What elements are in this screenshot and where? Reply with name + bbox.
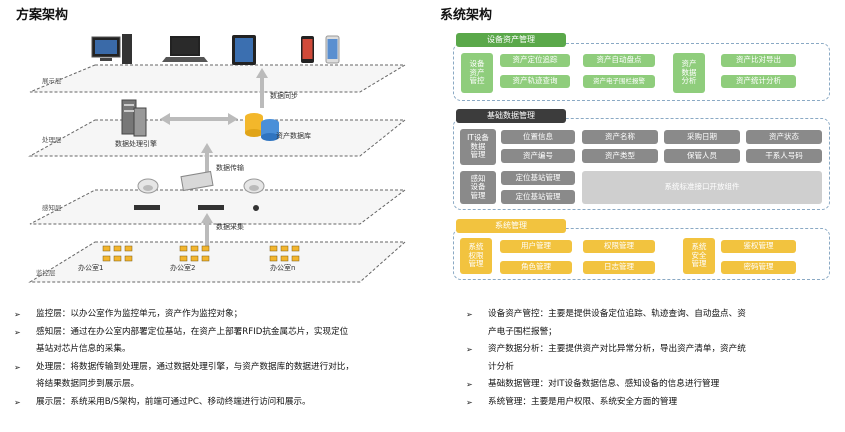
engine-label: 数据处理引擎 <box>115 140 157 148</box>
list-item-continuation: 产电子围栏报警； <box>488 326 557 337</box>
layer-monitor-label: 监控层 <box>36 269 56 277</box>
right-title: 系统架构 <box>440 8 493 23</box>
iphone-icon <box>325 35 340 64</box>
sec-item[interactable]: 鉴权管理 <box>721 240 796 253</box>
engine-db-arrow <box>160 113 238 125</box>
solution-diagram <box>28 34 407 283</box>
tablet-icon <box>232 35 256 65</box>
list-item-continuation: 计分析 <box>488 361 514 372</box>
layer-sense-label: 感知层 <box>42 204 62 212</box>
arrow-bullet-icon: ➢ <box>14 362 21 372</box>
it-field[interactable]: 资产状态 <box>746 130 822 144</box>
base-station-icon <box>137 170 265 194</box>
arrow-bullet-icon: ➢ <box>466 310 473 319</box>
list-item: ➢展示层：系统采用B/S架构，前端可通过PC、移动终端进行访问和展示。 <box>14 394 434 412</box>
list-item: ➢感知层：通过在办公室内部署定位基站，在资产上部署RFID抗金属芯片，实现定位 <box>14 324 434 342</box>
sense-device-item[interactable]: 定位基站管理 <box>501 171 575 185</box>
asset-mgmt-header: 设备资产管理 <box>456 33 566 47</box>
laptop-icon <box>162 36 208 62</box>
asset-control-label: 设备 资产 管控 <box>461 53 493 93</box>
it-field[interactable]: 资产名称 <box>582 130 658 144</box>
perm-item[interactable]: 用户管理 <box>500 240 572 253</box>
it-field[interactable]: 保管人员 <box>664 149 740 163</box>
perm-item[interactable]: 权限管理 <box>583 240 655 253</box>
asset-control-item[interactable]: 资产轨迹查询 <box>500 75 570 88</box>
it-data-label: IT设备 数据 管理 <box>460 129 496 165</box>
it-field[interactable]: 资产编号 <box>501 149 575 163</box>
base-data-section <box>453 118 830 210</box>
arrow-bullet-icon: ➢ <box>466 397 473 407</box>
layer-display-label: 展示层 <box>42 77 62 85</box>
asset-db-label: 资产数据库 <box>276 132 311 140</box>
office-computers-icon <box>102 245 300 262</box>
asset-control-item[interactable]: 资产电子围栏报警 <box>583 75 655 88</box>
sense-device-item[interactable]: 定位基站管理 <box>501 190 575 204</box>
sys-mgmt-header: 系统管理 <box>456 219 566 233</box>
smartphone-icon <box>301 36 314 63</box>
perm-label: 系统 权限 管理 <box>460 238 492 274</box>
data-transfer-label: 数据传输 <box>216 164 244 172</box>
arrow-bullet-icon: ➢ <box>466 380 473 389</box>
server-engine-icon <box>121 99 147 137</box>
arrow-bullet-icon: ➢ <box>14 397 21 407</box>
base-data-header: 基础数据管理 <box>456 109 566 123</box>
asset-mgmt-section <box>453 43 830 101</box>
asset-control-item[interactable]: 资产自动盘点 <box>583 54 655 67</box>
left-title: 方案架构 <box>16 8 69 23</box>
sec-label: 系统 安全 管理 <box>683 238 715 274</box>
office1-label: 办公室1 <box>78 264 104 272</box>
data-collect-label: 数据采集 <box>216 223 244 231</box>
list-item-continuation: 基站对芯片信息的采集。 <box>36 344 131 354</box>
list-item: ➢处理层：将数据传输到处理层，通过数据处理引擎，与资产数据库的数据进行对比， <box>14 359 434 377</box>
it-field[interactable]: 采购日期 <box>664 130 740 144</box>
perm-item[interactable]: 日志管理 <box>583 261 655 274</box>
arrow-bullet-icon: ➢ <box>14 310 21 319</box>
data-sync-label: 数据同步 <box>270 92 298 100</box>
officen-label: 办公室n <box>270 264 296 272</box>
arrow-bullet-icon: ➢ <box>14 327 21 337</box>
sync-arrow-icon <box>256 68 268 108</box>
collect-arrow-icon <box>201 213 213 248</box>
perm-item[interactable]: 角色管理 <box>500 261 572 274</box>
it-field[interactable]: 位置信息 <box>501 130 575 144</box>
asset-analysis-label: 资产 数据 分析 <box>673 53 705 93</box>
sec-item[interactable]: 密码管理 <box>721 261 796 274</box>
list-item: ➢监控层：以办公室作为监控单元，资产作为监控对象； <box>14 306 434 324</box>
rfid-tag-icon <box>134 205 259 211</box>
asset-control-item[interactable]: 资产定位追踪 <box>500 54 570 67</box>
layer-process-label: 处理层 <box>42 136 62 144</box>
asset-analysis-item[interactable]: 资产比对导出 <box>721 54 796 67</box>
it-field[interactable]: 资产类型 <box>582 149 658 163</box>
list-item: ➢资产数据分析：主要提供资产对比异常分析，导出资产清单，资产统 <box>466 341 836 359</box>
it-field[interactable]: 干系人号码 <box>746 149 822 163</box>
list-item: ➢基础数据管理：对IT设备数据信息、感知设备的信息进行管理 <box>466 376 836 394</box>
sense-device-label: 感知 设备 管理 <box>460 171 496 204</box>
right-bullet-list: ➢设备资产管控：主要是提供设备定位追踪、轨迹查询、自动盘点、资 产电子围栏报警；… <box>466 306 836 411</box>
desktop-pc-icon <box>91 34 132 64</box>
left-bullet-list: ➢监控层：以办公室作为监控单元，资产作为监控对象； ➢感知层：通过在办公室内部署… <box>14 306 434 411</box>
list-item: ➢设备资产管控：主要是提供设备定位追踪、轨迹查询、自动盘点、资 <box>466 306 836 324</box>
office2-label: 办公室2 <box>170 264 196 272</box>
api-component[interactable]: 系统标准接口开放组件 <box>582 171 822 204</box>
arrow-bullet-icon: ➢ <box>466 345 473 354</box>
database-icon <box>245 113 279 141</box>
asset-analysis-item[interactable]: 资产统计分析 <box>721 75 796 88</box>
list-item: ➢系统管理：主要是用户权限、系统安全方面的管理 <box>466 394 836 412</box>
layer-planes <box>28 64 407 283</box>
list-item-continuation: 将结果数据同步到展示层。 <box>36 379 140 389</box>
sys-mgmt-section <box>453 228 830 280</box>
